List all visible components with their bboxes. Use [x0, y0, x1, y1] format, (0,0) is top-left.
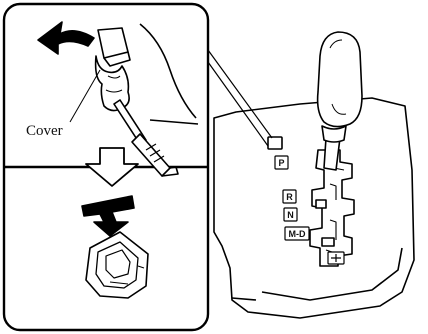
indicator-symbol	[328, 252, 344, 264]
gate-tab-lower	[322, 238, 334, 246]
lever-collar	[322, 126, 346, 142]
position-m-d: M-D	[289, 229, 306, 239]
cover-part	[98, 28, 128, 58]
position-r: R	[286, 192, 293, 202]
cover-label: Cover	[26, 123, 63, 139]
shift-console	[214, 98, 414, 318]
position-p: P	[278, 158, 284, 168]
gate-tab	[316, 200, 326, 208]
shift-knob-icon	[318, 32, 362, 127]
shift-lock-cover-console	[268, 137, 282, 149]
console-body	[214, 98, 414, 318]
position-n: N	[287, 210, 294, 220]
